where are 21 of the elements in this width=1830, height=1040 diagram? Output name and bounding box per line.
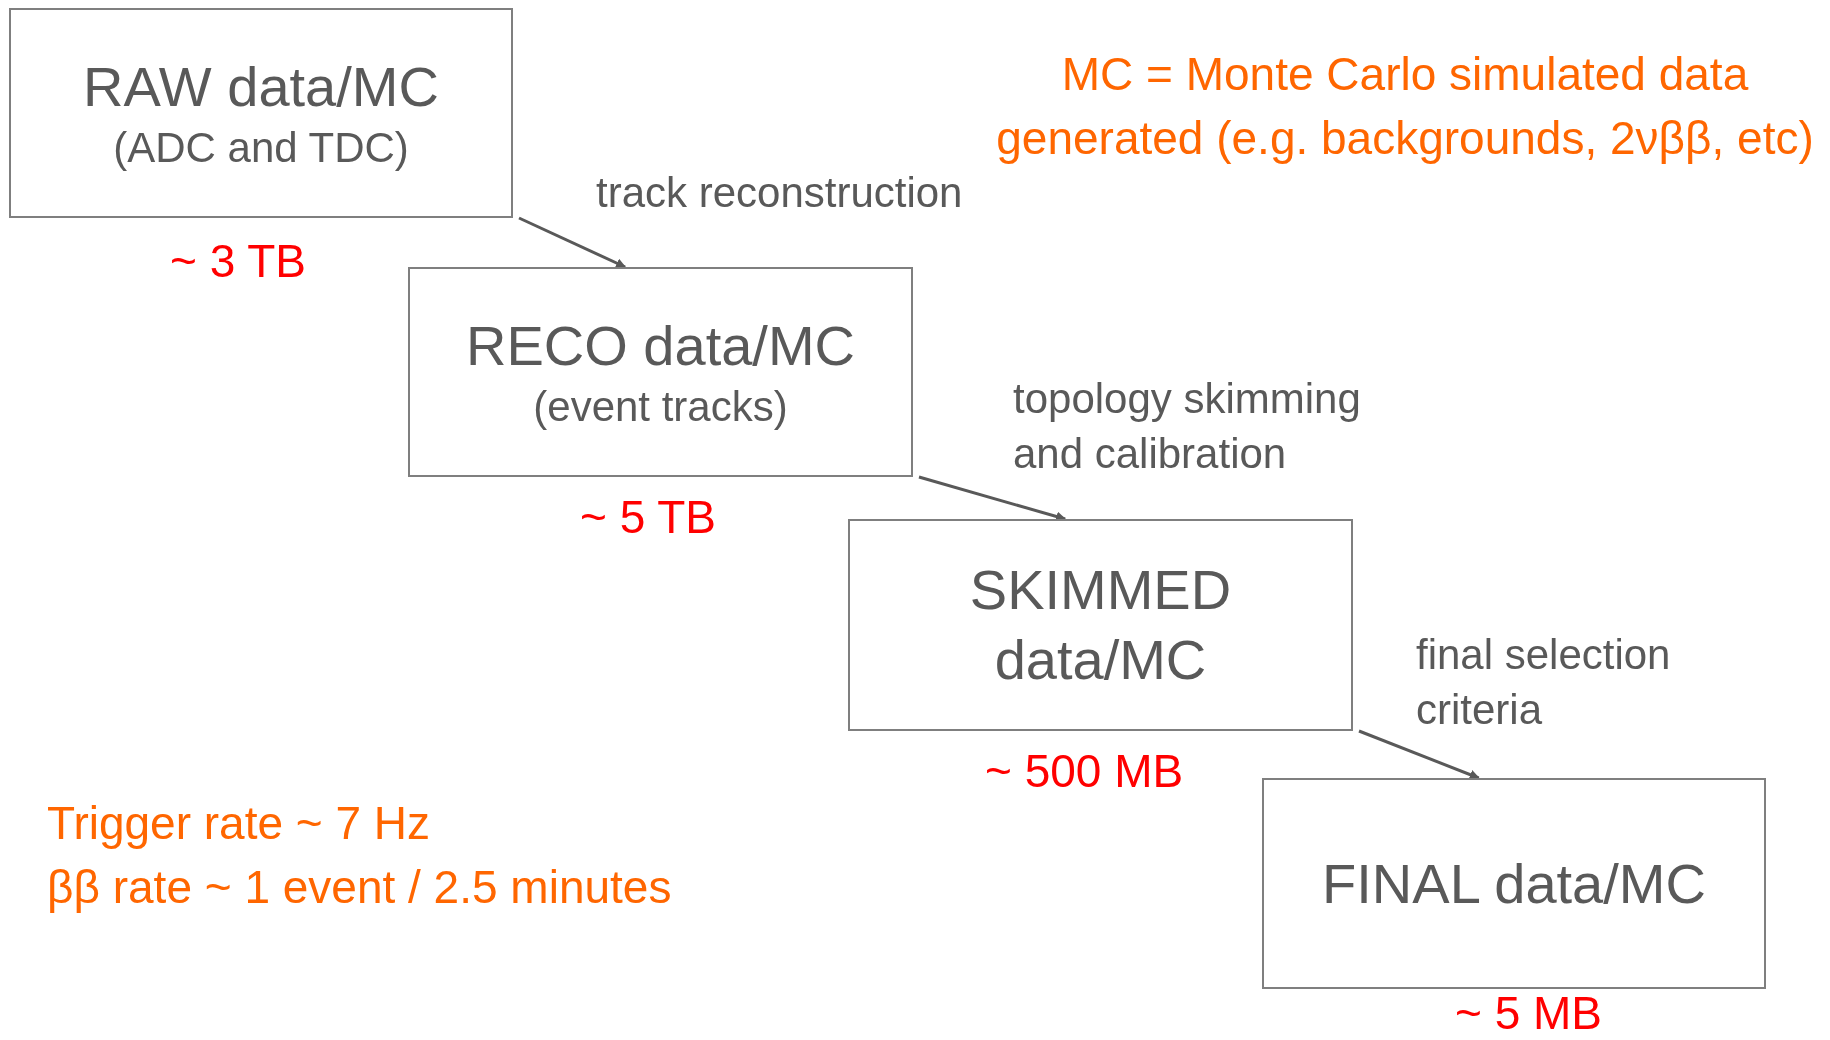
box-title: SKIMMED data/MC	[968, 557, 1233, 693]
edge-label: final selection criteria	[1416, 630, 1672, 735]
box-subtitle: (event tracks)	[533, 381, 788, 432]
size-label: ~ 5 TB	[580, 494, 716, 540]
process-box	[9, 8, 513, 218]
process-box	[408, 267, 913, 477]
box-title: RECO data/MC	[465, 312, 856, 379]
size-label: ~ 3 TB	[170, 238, 306, 284]
edge-label: track reconstruction	[596, 168, 964, 218]
arrow	[1358, 729, 1480, 780]
box-title: FINAL data/MC	[1321, 850, 1707, 917]
box-subtitle: (ADC and TDC)	[113, 122, 409, 173]
note: MC = Monte Carlo simulated data generated (e.g. backgrounds, 2νββ, etc)	[995, 47, 1815, 167]
arrow	[518, 216, 627, 269]
size-label: ~ 5 MB	[1455, 990, 1602, 1036]
box-title: RAW data/MC	[82, 53, 440, 120]
arrow	[918, 475, 1067, 522]
process-box	[1262, 778, 1766, 989]
edge-label: topology skimming and calibration	[1013, 374, 1362, 479]
process-box	[848, 519, 1353, 731]
size-label: ~ 500 MB	[985, 748, 1184, 794]
